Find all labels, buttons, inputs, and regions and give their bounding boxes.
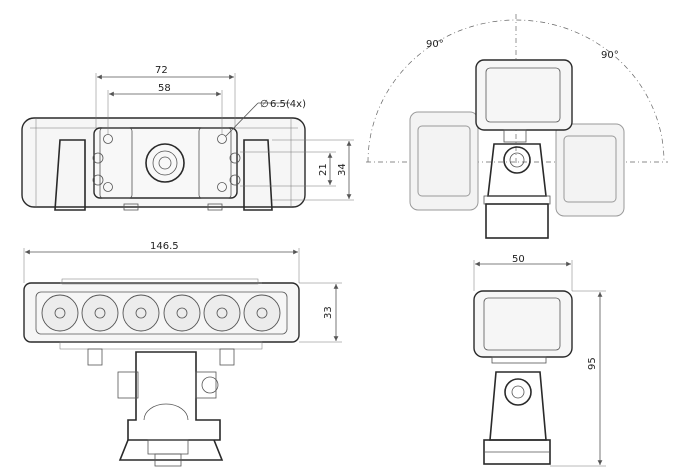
dim-146-5: 146.5 [150, 241, 179, 252]
lamp-upright [475, 59, 573, 131]
hole [103, 182, 113, 192]
front-view: 146.5 33 [23, 241, 342, 467]
dim-33: 33 [323, 306, 334, 319]
lamp-side [473, 290, 573, 358]
led [41, 294, 79, 332]
top-view: 72 58 ∅ 6.5(4x) 21 34 [21, 65, 354, 211]
rotation-arc [367, 19, 665, 163]
dim-72: 72 [155, 65, 168, 76]
led [122, 294, 160, 332]
led [81, 294, 119, 332]
mounting-plate [93, 127, 238, 199]
rotation-view: 90° 90° [366, 14, 668, 239]
dim-95: 95 [587, 357, 598, 370]
angle-right: 90° [601, 50, 619, 61]
side-view: 50 95 [473, 254, 606, 467]
dim-50: 50 [512, 254, 525, 265]
dim-21: 21 [318, 163, 329, 176]
hole [217, 134, 227, 144]
led [243, 294, 281, 332]
hole [103, 134, 113, 144]
diameter-symbol: ∅ [260, 99, 269, 110]
angle-left: 90° [426, 39, 444, 50]
led-row [41, 294, 281, 332]
led [203, 294, 241, 332]
hole [217, 182, 227, 192]
dim-hole: 6.5(4x) [270, 99, 306, 110]
led [163, 294, 201, 332]
dim-34: 34 [337, 163, 348, 176]
dim-58: 58 [158, 83, 171, 94]
